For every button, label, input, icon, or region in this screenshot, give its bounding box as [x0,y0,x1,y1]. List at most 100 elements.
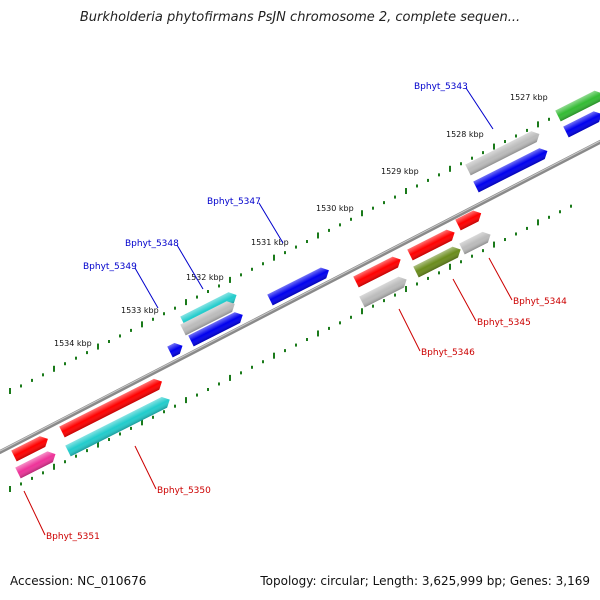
tick-mark [218,284,220,288]
gene-grey-arrow[interactable] [359,274,409,308]
gene-green-arrow[interactable] [555,88,600,122]
gene-bphyt-5345-arrow[interactable] [407,227,457,261]
tick-mark [64,460,66,464]
tick-mark [526,226,528,230]
gene-blue-arrow[interactable] [473,146,550,193]
tick-mark [9,388,11,394]
gene-label-bottom[interactable]: Bphyt_5344 [513,297,567,307]
tick-mark [251,267,253,271]
tick-mark [482,151,484,155]
gene-arrow-shade [11,436,48,462]
gene-label-top[interactable]: Bphyt_5348 [125,239,179,249]
backbone-highlight [0,140,600,452]
gene-bphyt-5351-arrow[interactable] [11,434,50,462]
tick-mark [273,254,275,261]
gene-label-bottom[interactable]: Bphyt_5345 [477,318,531,328]
leader-line [465,87,494,130]
kbp-label: 1531 kbp [251,238,289,247]
tick-mark [262,262,264,266]
leader-line [134,267,159,309]
gene-arrow-shade [473,148,548,193]
leader-line [452,278,477,322]
tick-mark [119,432,121,436]
tick-mark [251,365,253,369]
tick-mark [141,419,143,426]
gene-pink-arrow[interactable] [15,449,58,479]
tick-mark [394,293,396,297]
gene-arrow-shade [188,312,243,347]
tick-mark [262,360,264,364]
gene-arrow-shade [180,301,235,336]
tick-mark [185,397,187,404]
chromosome-backbone [0,140,600,454]
tick-mark [130,328,132,332]
gene-label-top[interactable]: Bphyt_5347 [207,197,261,207]
tick-mark [218,382,220,386]
tick-mark [515,134,517,138]
tick-mark [75,356,77,360]
tick-mark [185,299,187,306]
tick-mark [361,308,363,315]
tick-mark [20,482,22,486]
gene-blue-arrow[interactable] [563,109,600,138]
inner-tick-track [9,204,572,492]
tick-mark [449,263,451,270]
gene-label-bottom[interactable]: Bphyt_5350 [157,486,211,496]
gene-bphyt-5343-arrow[interactable] [465,129,542,176]
tick-mark [163,312,165,316]
gene-blue-arrow[interactable] [167,340,185,358]
tick-mark [64,362,66,366]
gene-bphyt-5345-segment[interactable] [413,244,463,278]
gene-arrow-shade [15,451,56,479]
gene-arrow-shade [465,131,540,176]
tick-mark [460,162,462,166]
kbp-label: 1534 kbp [54,339,92,348]
tick-mark [53,463,55,470]
tick-mark [405,188,407,195]
kbp-label: 1528 kbp [446,130,484,139]
tick-mark [482,249,484,253]
tick-mark [328,228,330,232]
gene-arrow-shade [459,231,491,255]
gene-cyan-arrow[interactable] [65,394,172,457]
gene-label-top[interactable]: Bphyt_5349 [83,262,137,272]
tick-mark [86,351,88,355]
outer-tick-track [9,106,572,394]
tick-mark [537,219,539,226]
topology-text: Topology: circular; Length: 3,625,999 bp… [260,574,590,588]
tick-mark [570,204,572,208]
tick-mark [504,238,506,242]
tick-mark [31,378,33,382]
tick-mark [493,241,495,248]
gene-bphyt-5347-arrow[interactable] [267,265,331,306]
gene-blue-arrow[interactable] [188,309,245,347]
tick-mark [196,295,198,299]
gene-arrow-shade [59,378,162,438]
tick-mark [229,276,231,283]
tick-mark [361,210,363,217]
tick-mark [20,384,22,388]
leader-line [134,445,157,490]
kbp-label: 1533 kbp [121,306,159,315]
gene-label-top[interactable]: Bphyt_5343 [414,82,468,92]
gene-bphyt-5349-arrow[interactable] [180,298,237,336]
tick-mark [471,254,473,258]
map-title: Burkholderia phytofirmans PsJN chromosom… [79,10,521,25]
gene-arrow-shade [407,229,455,261]
gene-label-bottom[interactable]: Bphyt_5351 [46,532,100,542]
gene-bphyt-5350-arrow[interactable] [59,376,164,438]
kbp-label: 1530 kbp [316,204,354,213]
gene-bphyt-5346-arrow[interactable] [353,254,403,288]
kbp-label: 1532 kbp [186,273,224,282]
gene-arrow-shade [267,267,329,306]
gene-arrow-shade [563,111,600,138]
tick-mark [548,117,550,121]
gene-bphyt-5344-arrow[interactable] [455,208,484,231]
tick-mark [427,178,429,182]
tick-mark [383,299,385,303]
gene-grey-arrow[interactable] [459,229,493,255]
gene-label-bottom[interactable]: Bphyt_5346 [421,348,475,358]
tick-mark [405,286,407,293]
